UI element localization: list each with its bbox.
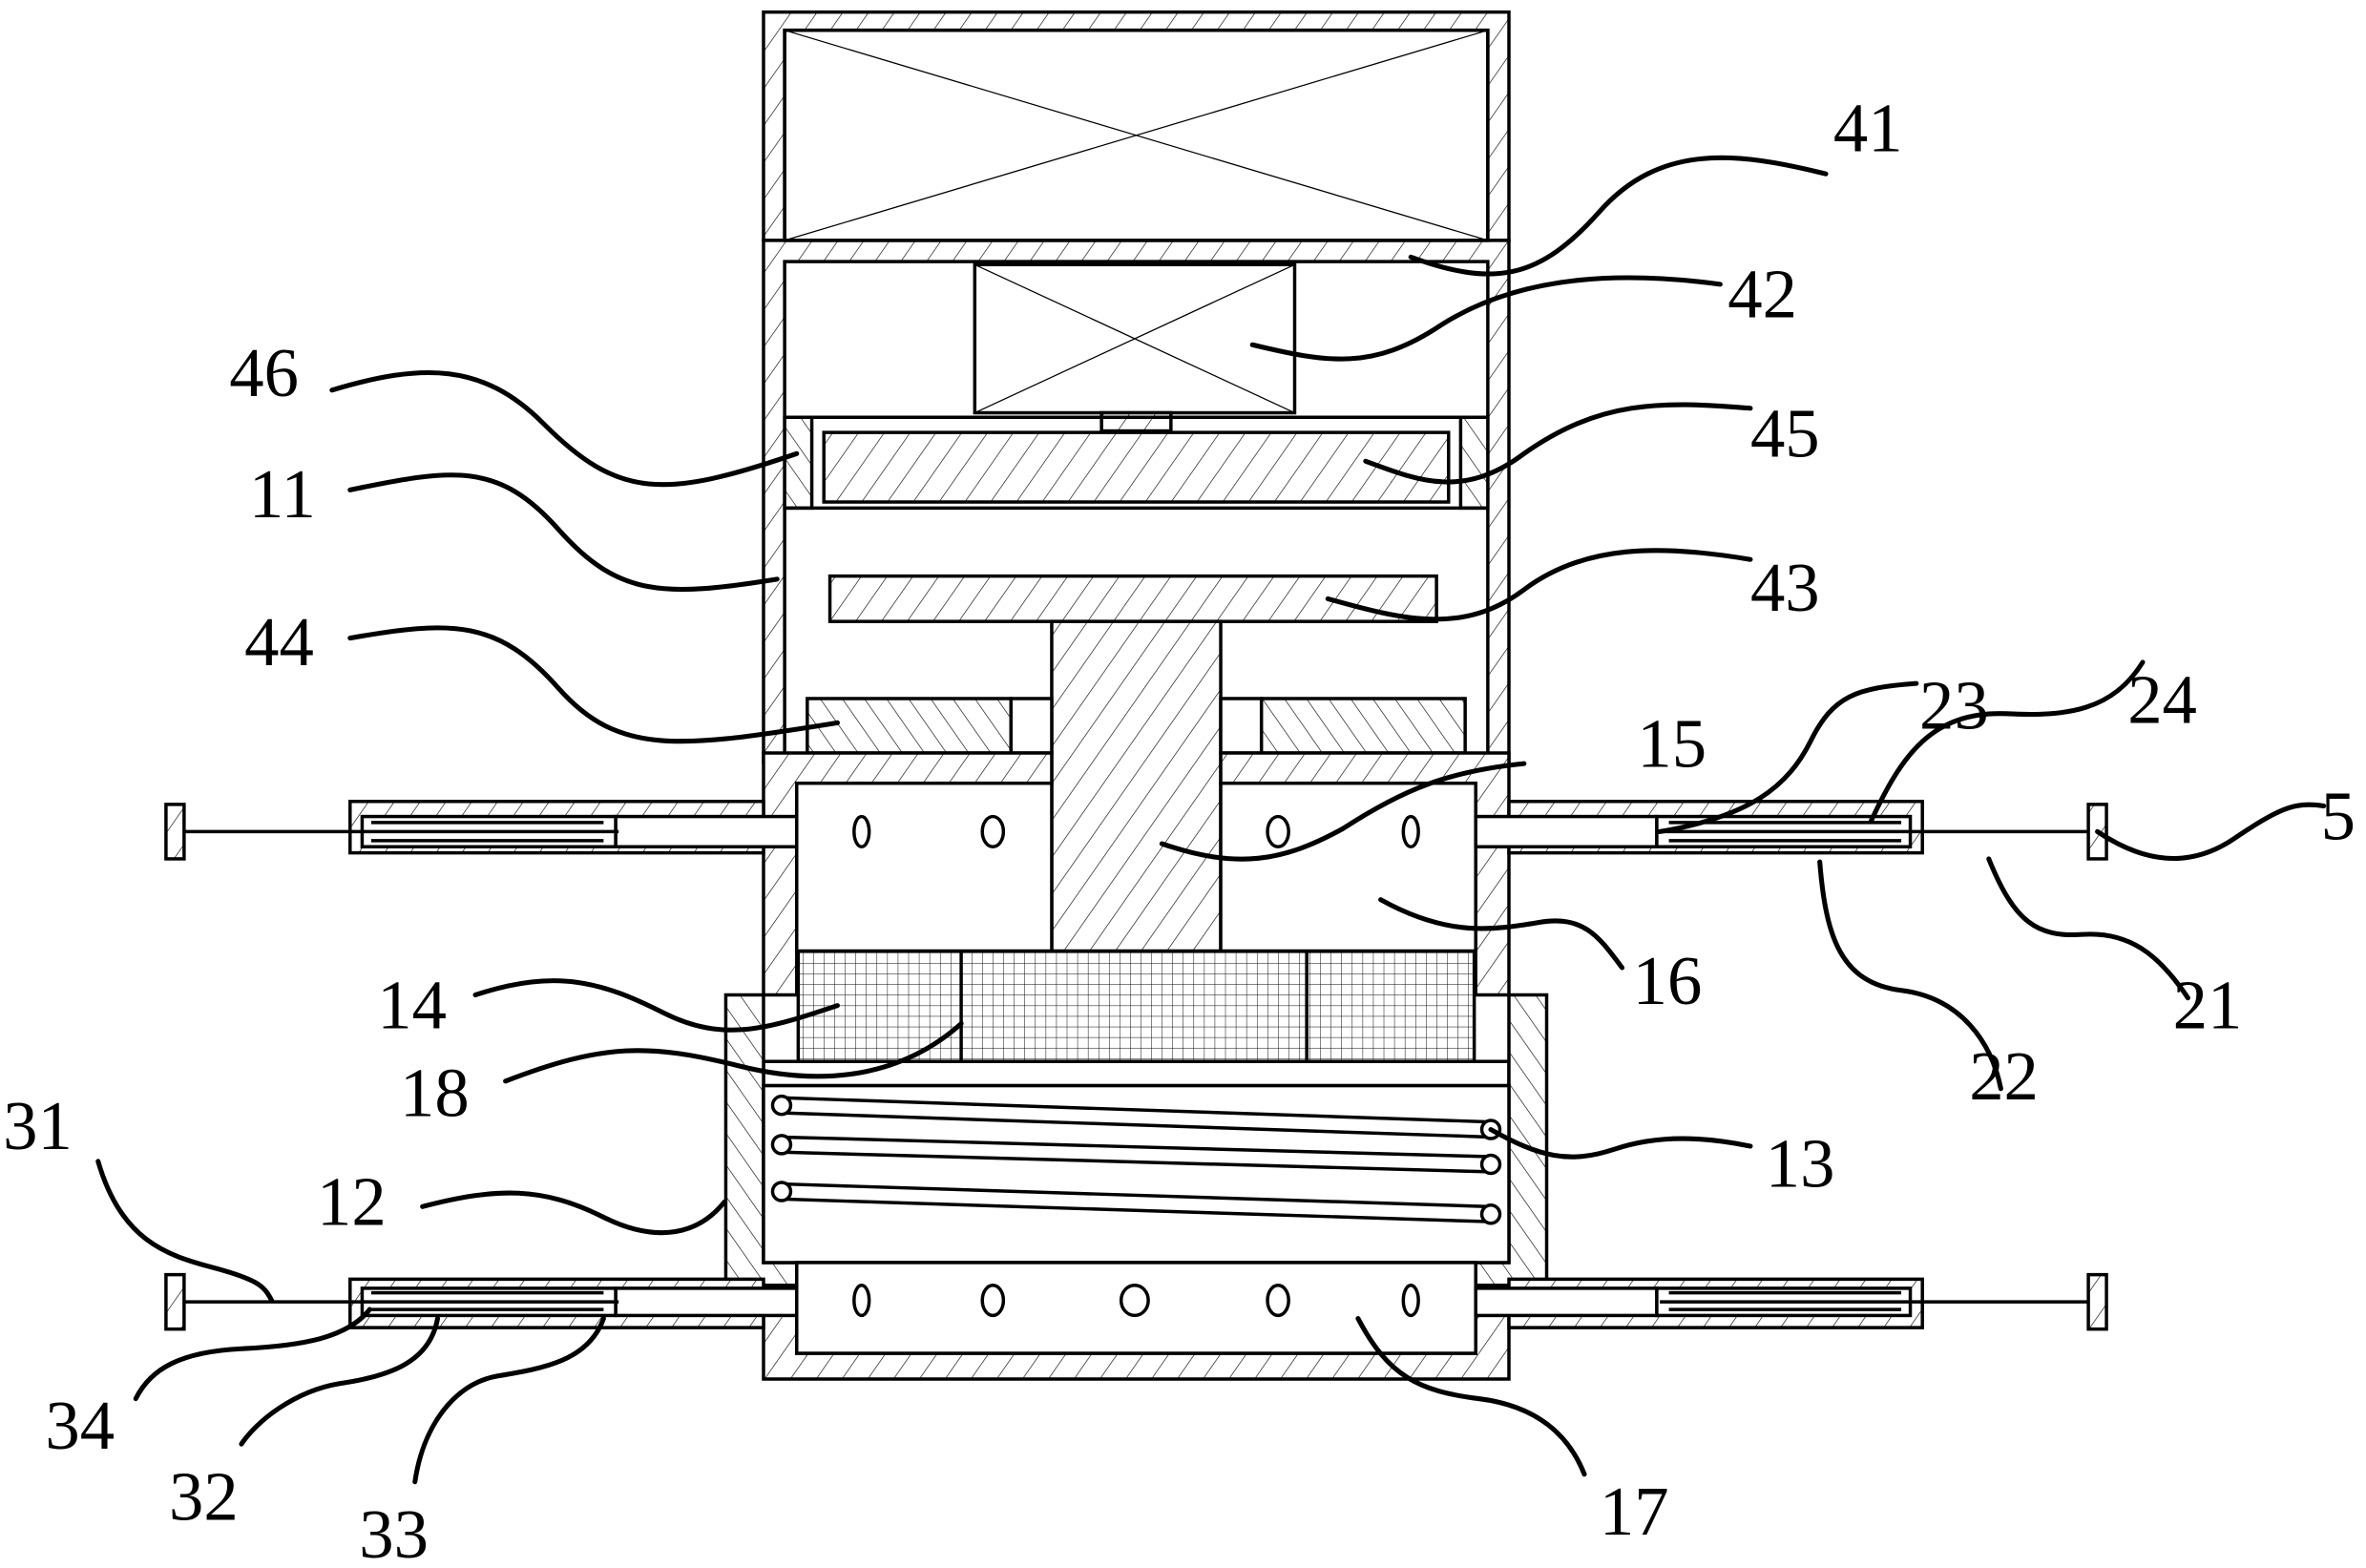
label-13: 13 <box>1766 1125 1835 1202</box>
spring-13 <box>762 1083 1511 1265</box>
port-upper-left <box>164 799 799 861</box>
label-23: 23 <box>1919 667 1989 744</box>
label-24: 24 <box>2127 660 2197 738</box>
label-33: 33 <box>359 1495 429 1568</box>
middle-chamber <box>762 751 1511 997</box>
label-12: 12 <box>317 1162 387 1240</box>
spring-coils-upper-left <box>370 821 604 843</box>
label-11: 11 <box>249 455 316 533</box>
label-31: 31 <box>3 1087 73 1164</box>
label-16: 16 <box>1633 942 1703 1019</box>
label-14: 14 <box>377 966 447 1043</box>
port-lower-right <box>1474 1272 2108 1331</box>
label-18: 18 <box>400 1054 470 1131</box>
frame-46 <box>783 415 1490 511</box>
label-46: 46 <box>229 334 299 411</box>
filter-14 <box>762 949 1511 1088</box>
label-17: 17 <box>1600 1473 1669 1550</box>
plate-43 <box>827 574 1438 623</box>
label-32: 32 <box>169 1457 239 1535</box>
label-45: 45 <box>1750 394 1820 471</box>
label-44: 44 <box>244 603 314 680</box>
coil-41 <box>783 28 1490 242</box>
label-21: 21 <box>2173 966 2243 1043</box>
label-22: 22 <box>1969 1037 2039 1115</box>
plate-45 <box>822 430 1451 504</box>
label-34: 34 <box>45 1387 115 1464</box>
holes-upper <box>852 814 1420 848</box>
stem-15 <box>1050 619 1223 953</box>
label-15: 15 <box>1637 704 1706 782</box>
port-upper-right <box>1474 799 2108 861</box>
label-5: 5 <box>2321 777 2356 854</box>
reference-labels: 41 42 46 45 11 43 44 23 24 15 5 16 21 22… <box>3 89 2356 1568</box>
label-41: 41 <box>1833 89 1903 166</box>
leader-lines <box>95 155 2327 1485</box>
chamber-17 <box>762 1261 1511 1381</box>
label-43: 43 <box>1750 549 1820 626</box>
port-lower-left <box>164 1272 799 1331</box>
label-42: 42 <box>1727 256 1797 333</box>
